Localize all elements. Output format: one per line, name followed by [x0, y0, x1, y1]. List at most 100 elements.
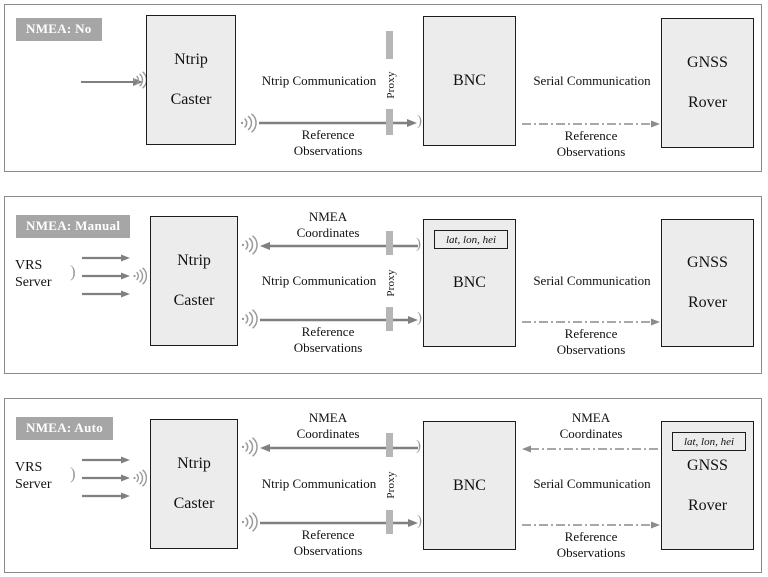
label-ntrip-communication: Ntrip Communication: [261, 73, 377, 88]
proxy-bar-bottom: [386, 109, 393, 135]
label-line1: Reference: [564, 529, 618, 544]
node-label-bnc: BNC: [453, 274, 486, 291]
label-proxy: Proxy: [385, 71, 397, 99]
edge-vrs-stream-3: [82, 287, 130, 301]
label-line1: Reference: [301, 324, 355, 339]
proxy-bar-top: [386, 433, 393, 457]
node-label-line1: GNSS: [687, 254, 728, 271]
proxy-bar-top: [386, 31, 393, 59]
label-serial-communication: Serial Communication: [533, 273, 651, 288]
label-reference-observations-ntrip: Reference Observations: [263, 127, 393, 159]
label-ntrip-communication: Ntrip Communication: [261, 273, 377, 288]
label-reference-observations-serial: Reference Observations: [526, 529, 656, 561]
node-ntrip-caster: Ntrip Caster: [146, 15, 236, 145]
antenna-icon-bnc-in: ): [417, 113, 422, 129]
label-line2: Observations: [293, 542, 363, 558]
node-bnc: BNC: [423, 421, 516, 550]
node-label-line1: Ntrip: [177, 252, 211, 269]
node-gnss-rover: GNSS Rover: [661, 18, 754, 148]
edge-nmea-coordinates-ntrip: [260, 239, 418, 253]
edge-vrs-stream-2: [82, 269, 130, 283]
node-label-bnc: BNC: [453, 476, 486, 494]
node-vrs-server: VRS Server: [15, 459, 75, 493]
node-label-line2: Rover: [687, 94, 728, 111]
label-line2: Observations: [556, 544, 626, 560]
node-label-line2: Rover: [687, 294, 728, 311]
coordinates-box-bnc: lat, lon, hei: [434, 230, 508, 249]
edge-reference-observations-serial: [522, 117, 660, 131]
badge-nmea-mode: NMEA: Auto: [16, 417, 114, 440]
node-label-line2: Caster: [173, 495, 215, 512]
badge-nmea-mode: NMEA: No: [16, 18, 102, 41]
label-line2: Coordinates: [559, 425, 623, 441]
proxy-bar-bottom: [386, 510, 393, 534]
edge-reference-observations-ntrip: [260, 313, 418, 327]
label-line2: Observations: [556, 143, 626, 159]
label-line1: Reference: [564, 326, 618, 341]
antenna-icon-vrs: ): [70, 464, 76, 483]
antenna-icon-vrs: ): [70, 262, 76, 281]
label-nmea-coordinates-ntrip: NMEA Coordinates: [258, 410, 398, 442]
node-label-line1: VRS: [15, 460, 43, 475]
label-nmea-coordinates: NMEA Coordinates: [258, 209, 398, 241]
label-serial-communication: Serial Communication: [533, 476, 651, 491]
label-proxy: Proxy: [385, 471, 397, 499]
label-line2: Observations: [293, 339, 363, 355]
node-label-bnc: BNC: [453, 72, 486, 89]
label-reference-observations-serial: Reference Observations: [526, 128, 656, 160]
label-line1: NMEA: [308, 209, 348, 224]
node-label-line2: Server: [15, 275, 52, 291]
coordinates-box-rover: lat, lon, hei: [672, 432, 746, 451]
node-label-line1: Ntrip: [177, 455, 211, 472]
wifi-icon-caster-out: [240, 309, 258, 329]
edge-reference-observations-ntrip: [260, 516, 418, 530]
label-reference-observations-ntrip: Reference Observations: [263, 324, 393, 356]
label-line1: Reference: [301, 127, 355, 142]
label-proxy: Proxy: [385, 269, 397, 297]
label-line2: Coordinates: [296, 425, 360, 441]
antenna-icon-bnc-nmea: ): [416, 438, 421, 454]
edge-reference-observations-ntrip: [259, 116, 417, 130]
wifi-icon-caster-nmea: [240, 437, 258, 457]
label-line2: Observations: [293, 142, 363, 158]
node-label-line1: VRS: [15, 258, 43, 273]
edge-vrs-stream-1: [82, 453, 130, 467]
label-reference-observations-serial: Reference Observations: [526, 326, 656, 358]
panel-nmea-no: NMEA: No Ntrip Caster Ntrip Communicatio…: [4, 4, 762, 172]
wifi-icon-caster-in: [131, 71, 147, 89]
node-label-line2: Rover: [687, 496, 728, 514]
label-nmea-coordinates-serial: NMEA Coordinates: [517, 410, 665, 442]
node-ntrip-caster: Ntrip Caster: [150, 216, 238, 346]
label-line1: NMEA: [308, 410, 348, 425]
node-label-line1: Ntrip: [174, 51, 208, 68]
edge-vrs-stream-3: [82, 489, 130, 503]
label-line1: Reference: [301, 527, 355, 542]
wifi-icon-caster-out: [239, 113, 257, 133]
wifi-icon-caster-in: [131, 469, 147, 487]
label-line2: Observations: [556, 341, 626, 357]
label-reference-observations-ntrip: Reference Observations: [263, 527, 393, 559]
edge-reference-observations-serial: [522, 315, 660, 329]
edge-vrs-stream-2: [82, 471, 130, 485]
proxy-bar-top: [386, 231, 393, 255]
antenna-icon-bnc-in: ): [417, 513, 422, 529]
node-label-line1: GNSS: [687, 54, 728, 71]
panel-nmea-manual: NMEA: Manual VRS Server ) Ntrip Caster: [4, 196, 762, 374]
edge-reference-observations-serial: [522, 518, 660, 532]
label-line1: Reference: [564, 128, 618, 143]
proxy-bar-bottom: [386, 307, 393, 331]
node-label-line2: Caster: [173, 292, 215, 309]
node-label-line2: Caster: [170, 91, 212, 108]
antenna-icon-bnc-in: ): [417, 310, 422, 326]
node-ntrip-caster: Ntrip Caster: [150, 419, 238, 549]
edge-nmea-coordinates-ntrip: [260, 441, 418, 455]
label-line2: Coordinates: [296, 224, 360, 240]
node-bnc: BNC: [423, 16, 516, 146]
edge-vrs-stream-1: [82, 251, 130, 265]
node-vrs-server: VRS Server: [15, 257, 75, 291]
wifi-icon-caster-out: [240, 512, 258, 532]
label-ntrip-communication: Ntrip Communication: [261, 476, 377, 491]
label-serial-communication: Serial Communication: [533, 73, 651, 88]
node-gnss-rover: GNSS Rover: [661, 219, 754, 347]
